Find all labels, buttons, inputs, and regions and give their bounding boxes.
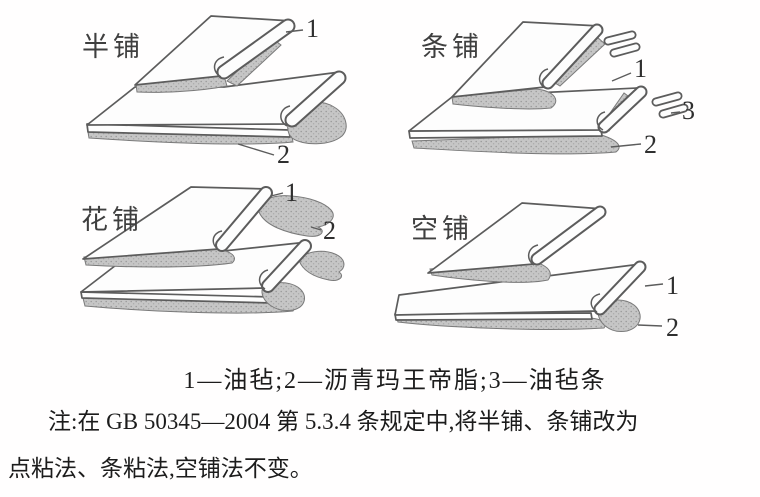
callout-half-1: 1 — [306, 14, 319, 43]
note-line-2: 点粘法、条粘法,空铺法不变。 — [8, 456, 313, 481]
leader-line-1 — [270, 192, 284, 197]
callout-strip-2: 2 — [644, 130, 657, 159]
mastic-upper-band — [451, 88, 557, 110]
felt-strip-face — [660, 105, 687, 117]
lower-felt-roll-face — [595, 262, 645, 314]
panel-label-half-laying: 半铺 — [82, 32, 144, 62]
diagram-strip-laying — [408, 21, 689, 155]
leader-line-1 — [611, 72, 632, 82]
callout-strip-3: 3 — [682, 96, 695, 125]
leader-line-2 — [237, 143, 275, 156]
diagram-spot-laying — [80, 186, 345, 314]
felt-strip-face — [653, 93, 681, 105]
upper-felt-roll-face — [543, 25, 602, 88]
callout-spot-1: 1 — [285, 178, 298, 207]
mastic-blob — [298, 250, 345, 281]
upper-roll-curl — [213, 56, 225, 78]
figure-note: 注:在 GB 50345—2004 第 5.3.4 条规定中,将半铺、条铺改为 … — [8, 398, 756, 492]
leader-line-3 — [670, 111, 681, 114]
lower-felt-sheet — [86, 71, 341, 126]
upper-felt-roll-face — [217, 188, 271, 250]
lower-roll-curl — [596, 111, 606, 131]
lower-felt-roll-face — [263, 241, 310, 291]
diagram-half-laying — [86, 15, 347, 156]
mastic-blob — [258, 195, 334, 237]
felt-strip-face — [611, 44, 639, 56]
note-line-1: 注:在 GB 50345—2004 第 5.3.4 条规定中,将半铺、条铺改为 — [48, 409, 639, 434]
diagram-loose-laying — [394, 202, 664, 332]
upper-felt-roll-face — [218, 20, 294, 78]
upper-roll-curl — [527, 244, 539, 266]
callout-spot-2: 2 — [323, 216, 336, 245]
panel-label-loose-laying: 空铺 — [411, 214, 473, 244]
leader-line-2 — [637, 324, 663, 327]
mastic-bottom-band — [411, 133, 620, 155]
leader-line-2 — [610, 143, 642, 148]
callout-half-2: 2 — [277, 140, 290, 169]
lower-sheet-edge — [86, 123, 291, 138]
callout-loose-1: 1 — [666, 271, 679, 300]
leader-line-1 — [644, 283, 664, 287]
upper-roll-curl — [538, 68, 549, 89]
callout-strip-1: 1 — [634, 54, 647, 83]
mastic-upper-band — [135, 75, 228, 93]
lower-roll-curl — [590, 293, 601, 313]
upper-felt-roll-face — [532, 207, 605, 264]
lower-roll-curl — [280, 105, 291, 127]
panel-label-spot-laying: 花铺 — [81, 205, 143, 235]
lower-felt-roll-face — [599, 87, 646, 132]
panel-label-strip-laying: 条铺 — [421, 32, 483, 62]
lower-felt-roll-face — [286, 72, 345, 126]
figure-legend: 1—油毡;2—沥青玛王帝脂;3—油毡条 — [183, 368, 607, 394]
leader-line-2 — [310, 226, 322, 231]
callout-loose-2: 2 — [666, 313, 679, 342]
leader-line-1 — [285, 29, 304, 33]
upper-roll-curl — [212, 230, 223, 251]
felt-strip-face — [605, 32, 635, 44]
lower-roll-curl — [258, 269, 269, 290]
